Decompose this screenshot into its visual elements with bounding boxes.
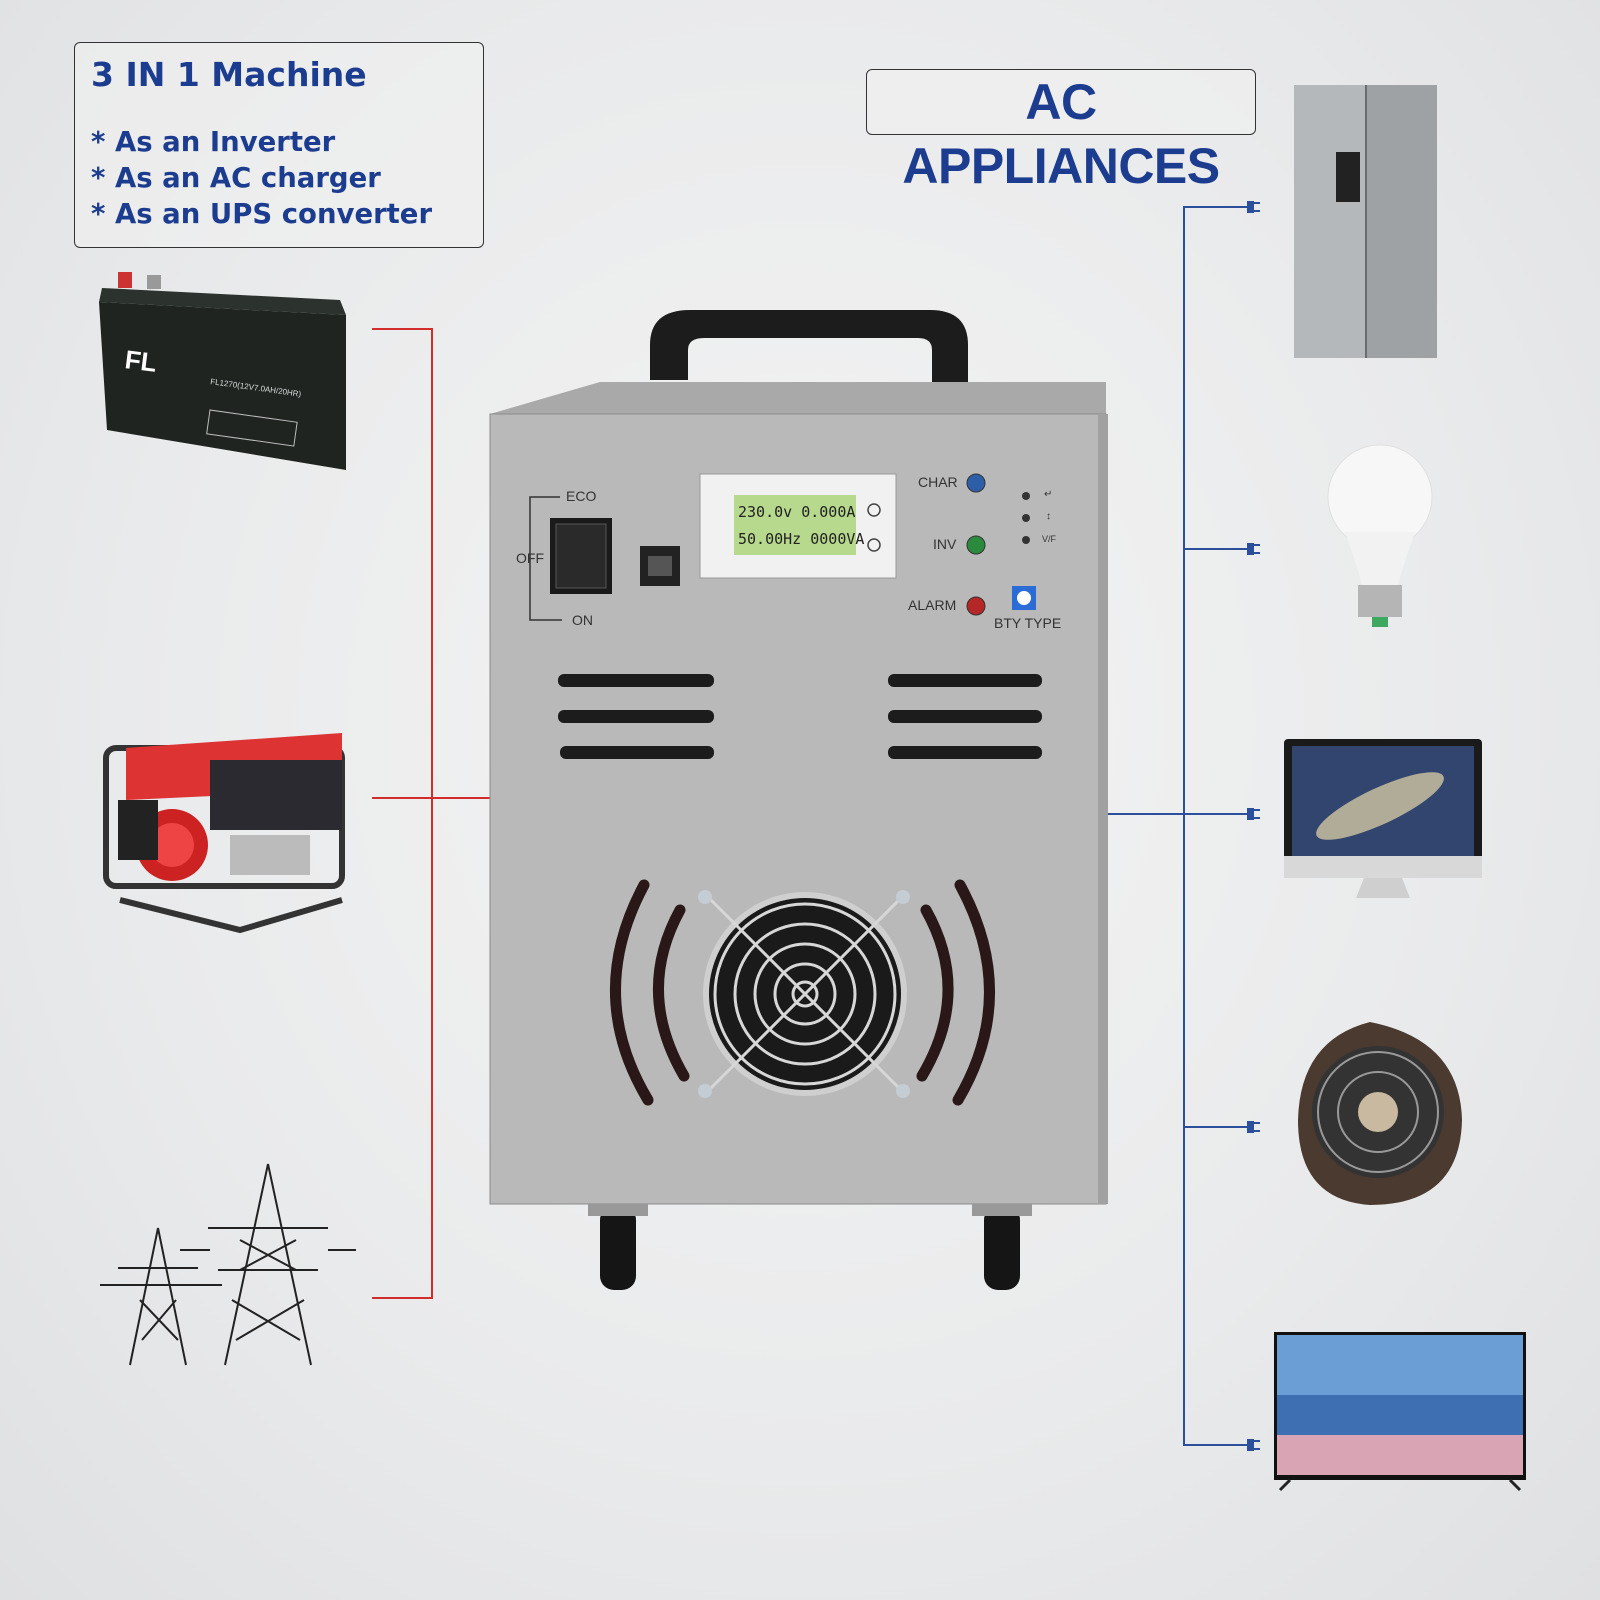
svg-text:FL: FL: [123, 344, 158, 378]
info-title: 3 IN 1 Machine: [91, 55, 367, 94]
char-label: CHAR: [918, 474, 958, 490]
lcd-line-2: 50.00Hz 0000VA: [738, 530, 865, 548]
bty-type-label: BTY TYPE: [994, 615, 1062, 631]
off-label: OFF: [516, 550, 544, 566]
updown-key-label: ↕: [1046, 511, 1051, 522]
info-item-ac-charger: * As an AC charger: [91, 162, 381, 194]
power-tower-icon: [100, 1163, 356, 1366]
info-item-inverter: * As an Inverter: [91, 126, 336, 158]
generator-image: [103, 733, 345, 934]
info-box: 3 IN 1 Machine * As an Inverter * As an …: [74, 42, 484, 248]
television-image: [1274, 1332, 1526, 1492]
inverter-device: [489, 310, 1108, 1290]
plug-icon-4: [1247, 1121, 1260, 1133]
battery-image: FL FL1270(12V7.0AH/20HR): [99, 272, 346, 470]
plug-icon-1: [1247, 201, 1260, 213]
plug-icon-3: [1247, 808, 1260, 820]
power-switch[interactable]: [556, 524, 606, 588]
on-label: ON: [572, 612, 593, 628]
alarm-label: ALARM: [908, 597, 957, 613]
inv-label: INV: [933, 536, 957, 552]
plug-icon-2: [1247, 543, 1260, 555]
info-item-ups: * As an UPS converter: [91, 198, 433, 230]
cooling-fan: [698, 890, 910, 1098]
computer-monitor-image: [1284, 739, 1482, 898]
refrigerator-image: [1294, 85, 1437, 358]
plug-icons: [1247, 201, 1260, 1451]
plug-icon-5: [1247, 1439, 1260, 1451]
eco-label: ECO: [566, 488, 597, 504]
vent-slots: [558, 674, 1042, 759]
lcd-line-1: 230.0v 0.000A: [738, 503, 856, 521]
light-bulb-image: [1327, 444, 1433, 627]
output-connection-lines: [1100, 206, 1247, 1446]
vf-key-label: V/F: [1042, 534, 1057, 544]
rj45-port: [640, 546, 680, 586]
desk-fan-image: [1298, 1022, 1462, 1205]
ac-appliances-title: AC APPLIANCES: [866, 69, 1256, 194]
enter-key-label: ↵: [1044, 489, 1053, 500]
